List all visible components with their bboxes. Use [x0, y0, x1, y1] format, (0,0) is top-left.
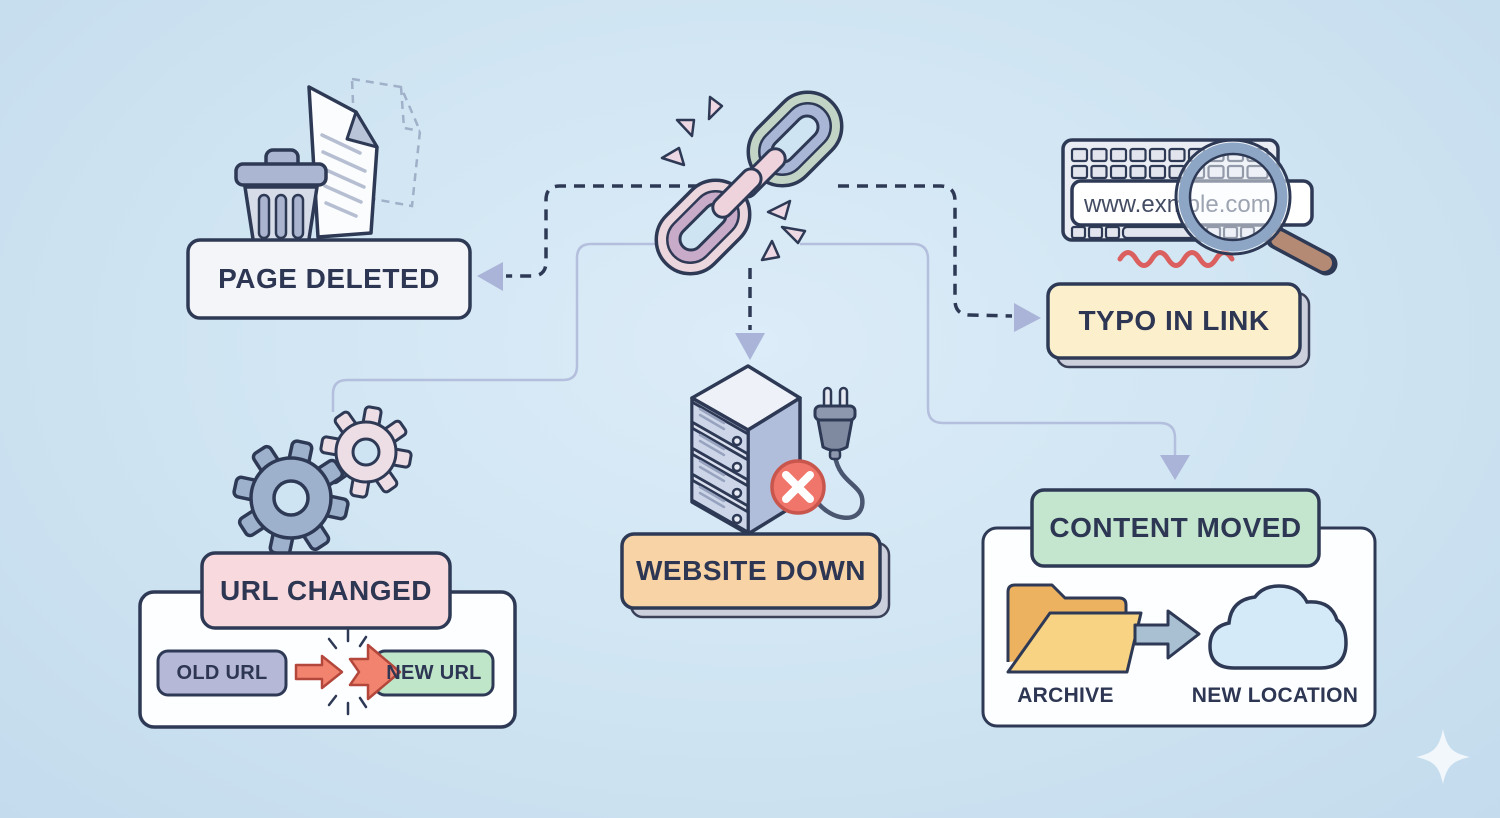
- server-icon: [690, 364, 802, 536]
- typo-in-link-box[interactable]: [1046, 282, 1302, 360]
- spark-triangles-icon: [660, 95, 807, 262]
- redirect-arrow-icon: [294, 628, 402, 716]
- website-down-label: WEBSITE DOWN: [636, 555, 866, 586]
- connector-solid-right: [800, 242, 1190, 480]
- website-down-cluster: [620, 364, 891, 619]
- page-deleted-cluster: [186, 77, 472, 320]
- trash-icon: [234, 148, 328, 248]
- gear-small-icon: [319, 405, 413, 499]
- arrowhead-right-icon: [1014, 303, 1041, 332]
- connector-solid-left: [331, 242, 700, 412]
- content-moved-box[interactable]: [1030, 488, 1321, 568]
- arrowhead-down-icon: [1160, 455, 1190, 480]
- content-moved-label: CONTENT MOVED: [1049, 512, 1302, 543]
- typo-in-link-cluster: www.exmple.com: [1046, 138, 1338, 369]
- magnifier-icon: [1174, 138, 1338, 276]
- content-moved-cluster: [981, 488, 1377, 728]
- url-changed-cluster: [138, 405, 517, 729]
- error-x-icon: [770, 459, 826, 515]
- archive-folder-icon: [1006, 583, 1143, 674]
- unplugged-plug-icon: [813, 386, 865, 520]
- page-deleted-label: PAGE DELETED: [218, 263, 440, 294]
- arrowhead-down-icon: [735, 333, 765, 360]
- move-arrow-icon: [1133, 609, 1201, 660]
- new-url-label: NEW URL: [386, 661, 482, 684]
- sparkle-icon: [1416, 729, 1470, 784]
- page-deleted-box[interactable]: [186, 238, 472, 320]
- arrowhead-left-icon: [477, 262, 503, 291]
- connector-dashed-right: [838, 184, 1041, 332]
- broken-chain-icon: [654, 90, 844, 276]
- connector-dashed-center: [735, 268, 765, 360]
- old-url-label: OLD URL: [176, 661, 268, 684]
- website-down-box[interactable]: [620, 532, 882, 610]
- typo-squiggle-icon: [1117, 250, 1235, 268]
- old-url-chip[interactable]: [156, 649, 288, 697]
- url-changed-box[interactable]: [200, 551, 452, 630]
- archive-label: ARCHIVE: [1017, 684, 1114, 707]
- typo-in-link-label: TYPO IN LINK: [1078, 305, 1270, 336]
- deleted-document-icon: [307, 85, 379, 239]
- connector-dashed-left: [477, 184, 737, 291]
- cloud-icon: [1208, 584, 1348, 670]
- url-changed-label: URL CHANGED: [220, 574, 432, 606]
- new-location-label: NEW LOCATION: [1191, 684, 1359, 707]
- gear-big-icon: [232, 439, 350, 557]
